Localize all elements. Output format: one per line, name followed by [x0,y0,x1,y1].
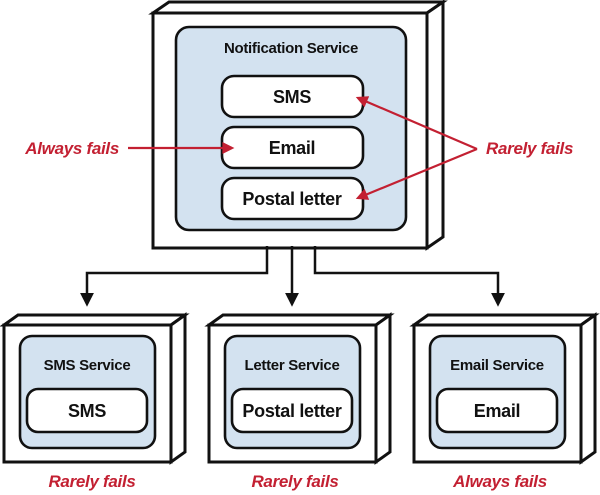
sms-service-chip-label: SMS [68,401,106,421]
email-service-right-face [579,312,597,465]
sms-service-box: SMS Service SMS Rarely fails [0,312,190,491]
notification-service-title: Notification Service [224,40,358,57]
failure-annotations: Always fails Rarely fails [24,96,573,200]
sms-service-title: SMS Service [44,357,131,374]
sms-service-right-face [169,312,187,465]
connector-to-sms-service [80,246,269,307]
notification-service-box: Notification Service SMS Email Postal le… [148,0,448,251]
email-service-status: Always fails [452,472,547,491]
email-service-chip-label: Email [474,401,521,421]
sms-service-status: Rarely fails [48,472,135,491]
rarely-fails-arrow-to-sms [355,96,478,151]
fanout-connectors [80,246,505,307]
letter-service-chip [230,387,354,434]
channel-chip-sms-label: SMS [273,87,311,107]
rarely-fails-arrow-to-postal [355,147,478,200]
rarely-fails-label: Rarely fails [486,139,573,158]
connector-to-email-service [313,246,505,307]
channel-chip-postal-letter-label: Postal letter [242,189,341,209]
sms-service-chip [25,387,149,434]
letter-service-right-face [374,312,392,465]
letter-service-box: Letter Service Postal letter Rarely fail… [204,312,395,491]
email-service-chip [435,387,559,434]
email-service-box: Email Service Email Always fails [409,312,600,491]
letter-service-title: Letter Service [244,357,339,374]
notification-box-top-face [148,0,448,15]
letter-service-status: Rarely fails [251,472,338,491]
channel-chip-email-label: Email [269,138,316,158]
letter-service-chip-label: Postal letter [242,401,341,421]
notification-box-right-face [425,0,445,251]
email-service-title: Email Service [450,357,544,374]
always-fails-label: Always fails [24,139,119,158]
